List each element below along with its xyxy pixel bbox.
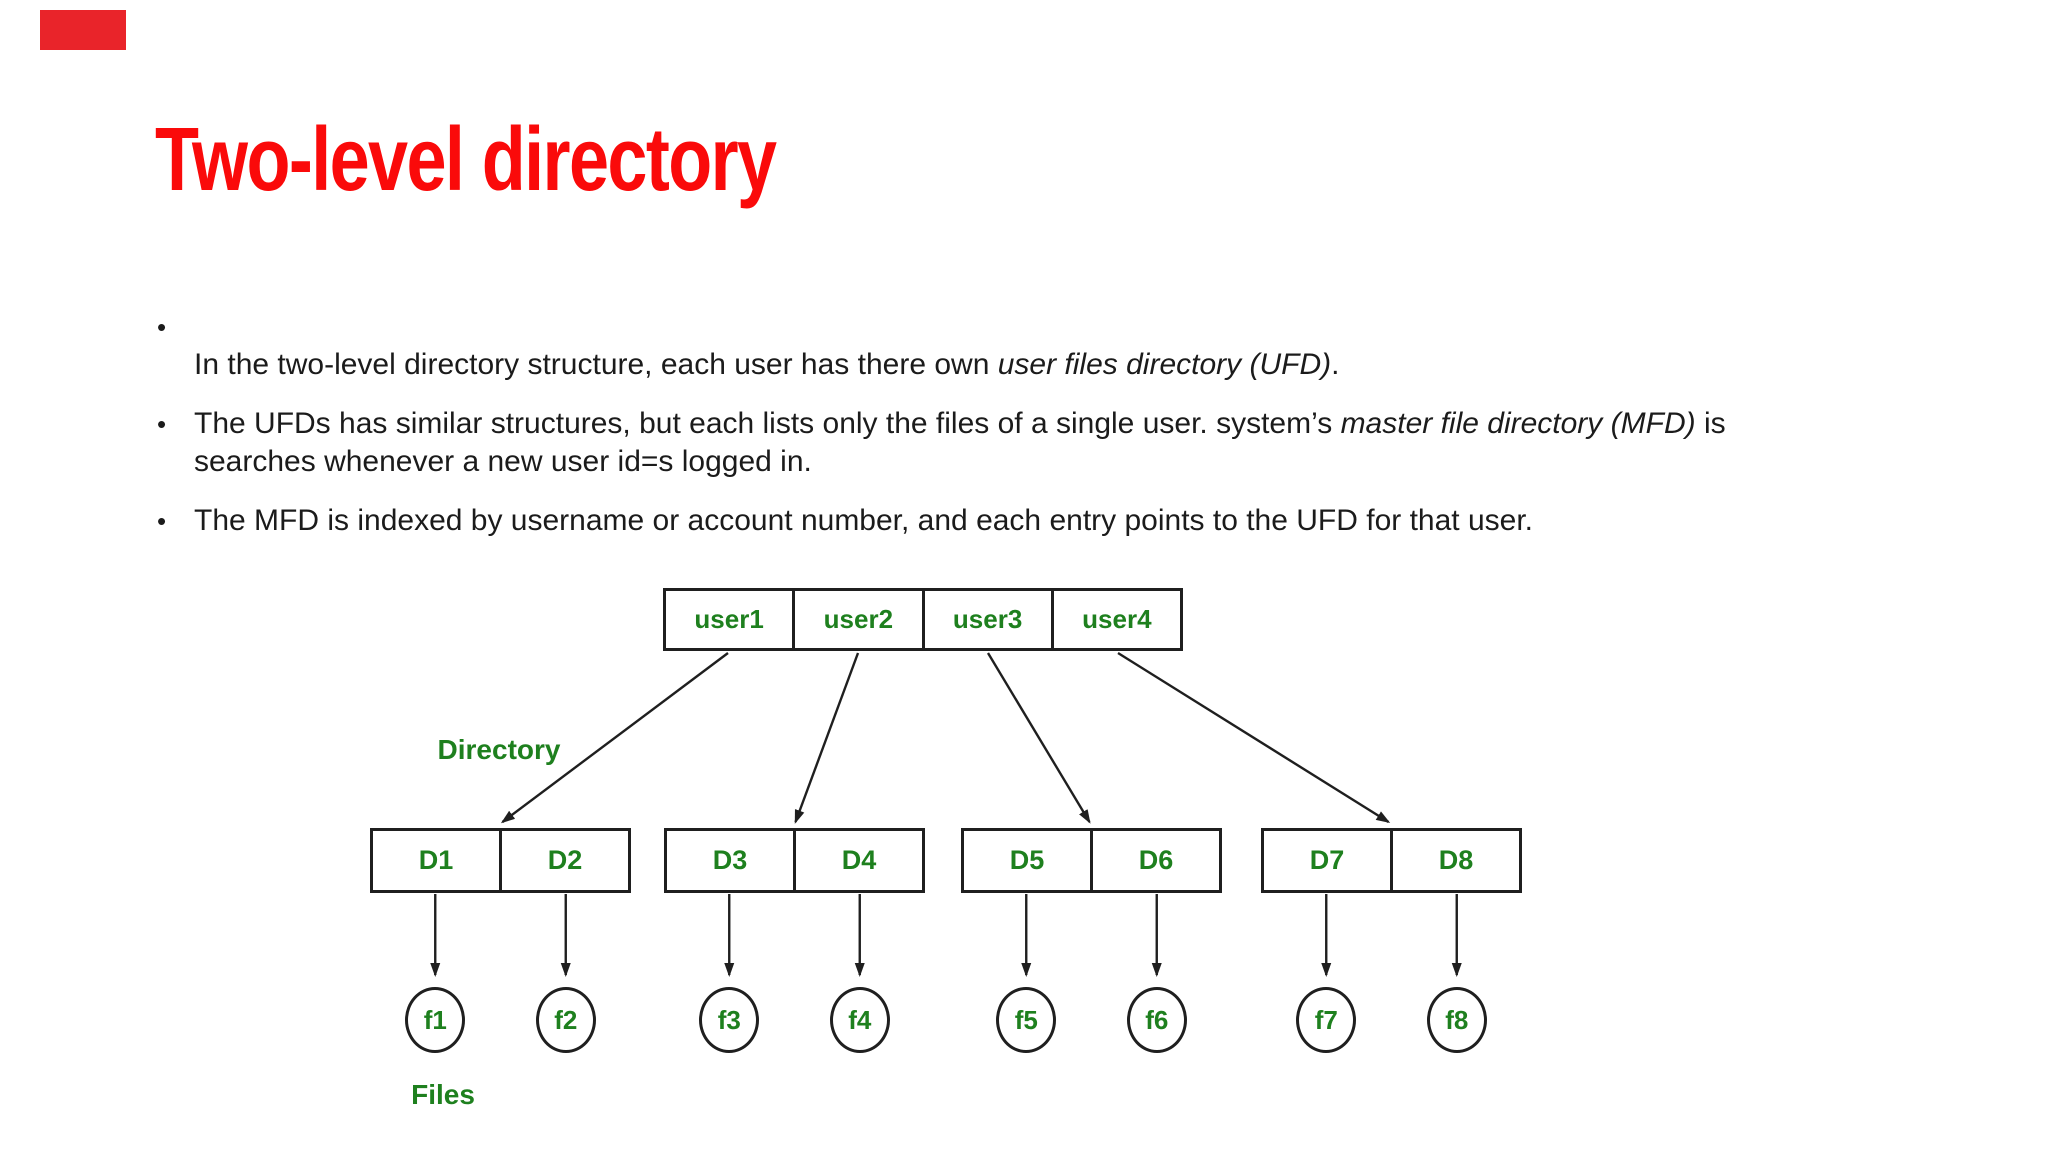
directory-pair: D1 D2	[370, 828, 631, 893]
directory-cell-D2: D2	[499, 831, 628, 890]
mfd-cell-user4: user4	[1050, 591, 1180, 648]
file-node-f4: f4	[829, 987, 890, 1053]
bullet-item: • The MFD is indexed by username or accou…	[157, 502, 1917, 540]
arrow-connector	[794, 652, 860, 824]
bullet-text-segment: is	[1695, 407, 1726, 440]
mfd-cell-user1: user1	[694, 604, 764, 634]
directory-cell-D3: D3	[712, 845, 748, 875]
bullet-marker: •	[157, 409, 167, 439]
file-node-f5: f5	[996, 987, 1057, 1053]
directory-pair: D3 D4	[664, 828, 925, 893]
bullet-item: • The UFDs has similar structures, but ea…	[157, 405, 1917, 481]
bullet-text-segment: The UFDs has similar structures, but eac…	[194, 407, 1341, 440]
directory-cell-D5: D5	[1009, 845, 1045, 875]
corner-red-box	[40, 10, 126, 50]
directory-cell-D1: D1	[418, 845, 454, 875]
directory-pair: D5 D6	[961, 828, 1222, 893]
file-node-f1: f1	[405, 987, 466, 1053]
directory-cell-D4: D4	[793, 831, 922, 890]
file-node-f3: f3	[699, 987, 760, 1053]
files-label: Files	[411, 1079, 475, 1110]
bullet-text-segment: .	[1331, 348, 1340, 381]
mfd-cell-user2: user2	[792, 591, 921, 648]
arrow-connector	[1117, 651, 1391, 824]
bullet-item: • In the two-level directory structure, e…	[157, 308, 1917, 384]
arrow-connector	[986, 652, 1091, 824]
bullet-list: • In the two-level directory structure, e…	[157, 308, 1917, 561]
bullet-text-segment: searches whenever a new user id=s logged…	[194, 445, 812, 478]
directory-cell-D6: D6	[1090, 831, 1219, 890]
bullet-text: In the two-level directory structure, ea…	[194, 308, 1917, 384]
directory-label: Directory	[437, 734, 561, 765]
file-node-f8: f8	[1426, 987, 1487, 1053]
bullet-text: The MFD is indexed by username or accoun…	[194, 502, 1917, 540]
mfd-cell-user3: user3	[921, 591, 1051, 648]
bullet-text-italic-segment: user files directory (UFD)	[997, 348, 1332, 381]
directory-cell-D7: D7	[1309, 845, 1345, 875]
file-node-f6: f6	[1126, 987, 1187, 1053]
bullet-text-segment: The MFD is indexed by username or accoun…	[194, 504, 1534, 537]
directory-cell-D8: D8	[1390, 831, 1519, 890]
bullet-marker: •	[157, 506, 167, 536]
bullet-text-italic-segment: master file directory (MFD)	[1340, 407, 1696, 440]
bullet-marker: •	[157, 312, 167, 342]
file-node-f7: f7	[1296, 987, 1357, 1053]
bullet-text: The UFDs has similar structures, but eac…	[194, 405, 1917, 481]
file-node-f2: f2	[535, 987, 596, 1053]
slide-title: Two-level directory	[155, 110, 777, 210]
bullet-text-segment: In the two-level directory structure, ea…	[194, 348, 998, 381]
directory-pair: D7 D8	[1261, 828, 1522, 893]
